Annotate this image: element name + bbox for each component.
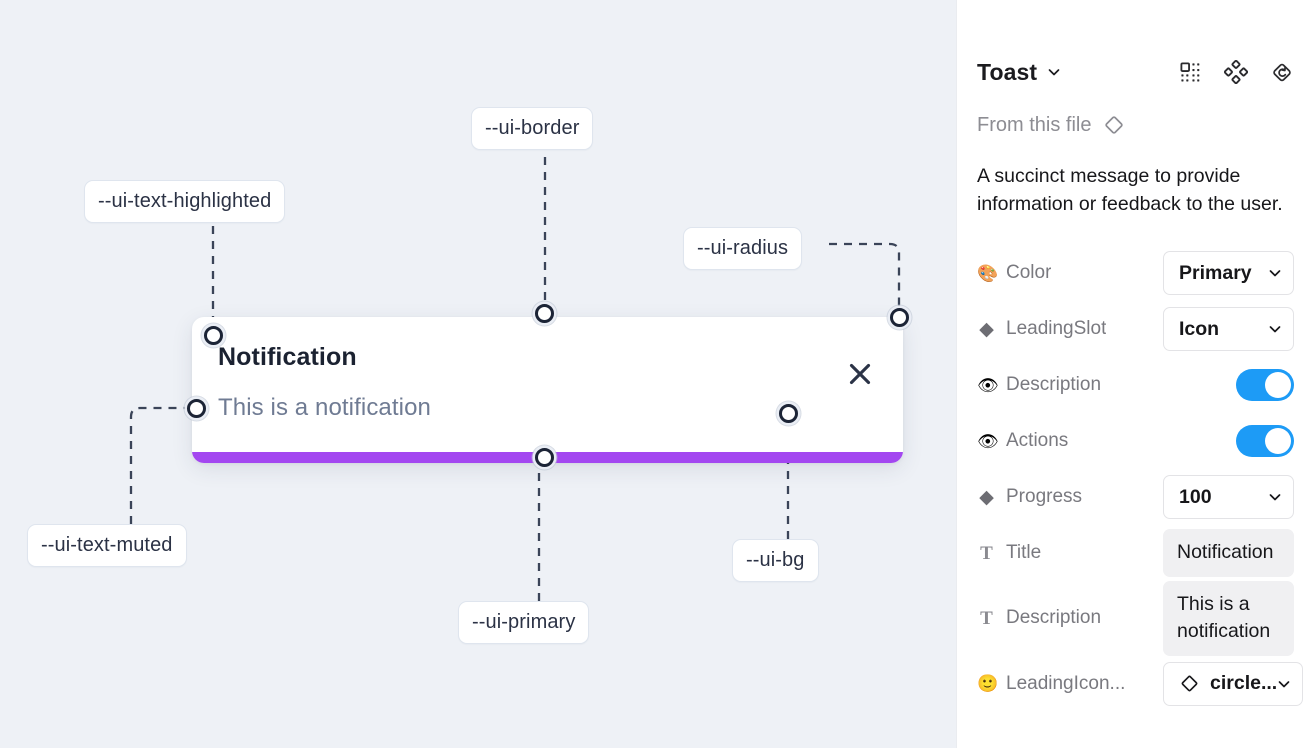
property-label: Title xyxy=(1006,542,1042,563)
palette-emoji: 🎨 xyxy=(977,263,999,283)
diamond-filled-icon: ◆ xyxy=(979,486,994,508)
token-label-ui-border[interactable]: --ui-border xyxy=(471,107,594,150)
title-input-value: Notification xyxy=(1177,541,1274,564)
leading-slot-select[interactable]: Icon xyxy=(1163,307,1294,351)
close-icon[interactable] xyxy=(847,361,873,387)
chevron-down-icon xyxy=(1277,677,1291,691)
token-handle-ui-radius[interactable] xyxy=(890,308,909,327)
chevron-down-icon xyxy=(1268,322,1282,336)
leading-icon-select[interactable]: circle... xyxy=(1163,661,1304,706)
properties-panel: Toast xyxy=(956,0,1312,748)
chevron-down-icon[interactable] xyxy=(1047,65,1061,79)
property-label: LeadingIcon... xyxy=(1006,672,1126,694)
property-label: Color xyxy=(1006,262,1052,283)
property-row-color: 🎨 Color Primary xyxy=(957,245,1312,301)
diamond-icon xyxy=(1179,673,1200,694)
diamond-icon xyxy=(1102,113,1126,137)
eye-emoji: 👁 xyxy=(977,431,999,451)
token-handle-ui-border[interactable] xyxy=(535,304,554,323)
token-handle-ui-bg[interactable] xyxy=(779,404,798,423)
color-select[interactable]: Primary xyxy=(1163,251,1294,295)
token-label-ui-bg[interactable]: --ui-bg xyxy=(732,539,819,582)
eye-emoji: 👁 xyxy=(977,375,999,395)
reset-instance-icon[interactable] xyxy=(1270,60,1294,84)
component-set-icon[interactable] xyxy=(1224,60,1248,84)
component-icon[interactable] xyxy=(1178,60,1202,84)
color-select-value: Primary xyxy=(1179,261,1252,284)
property-row-leading-slot: ◆ LeadingSlot Icon xyxy=(957,301,1312,357)
design-canvas[interactable]: --ui-text-highlighted --ui-border --ui-r… xyxy=(0,0,956,748)
property-row-actions-visible: 👁 Actions xyxy=(957,413,1312,469)
property-row-progress: ◆ Progress 100 xyxy=(957,469,1312,525)
leading-slot-select-value: Icon xyxy=(1179,317,1220,340)
text-icon: T xyxy=(980,542,993,564)
toast-description: This is a notification xyxy=(218,394,431,421)
property-row-leading-icon: 🙂 LeadingIcon... circle... xyxy=(957,656,1312,712)
property-row-description-text: T Description This is a notification xyxy=(957,581,1312,656)
description-toggle[interactable] xyxy=(1236,369,1294,401)
title-input[interactable]: Notification xyxy=(1163,529,1294,577)
progress-select[interactable]: 100 xyxy=(1163,475,1294,519)
property-label: LeadingSlot xyxy=(1006,318,1107,339)
toast-component-preview[interactable]: Notification This is a notification xyxy=(192,317,903,463)
token-label-ui-text-highlighted[interactable]: --ui-text-highlighted xyxy=(84,180,286,223)
toggle-knob xyxy=(1265,372,1291,398)
token-label-ui-text-muted[interactable]: --ui-text-muted xyxy=(27,524,187,567)
property-label: Description xyxy=(1006,607,1102,629)
page-title: Toast xyxy=(977,58,1038,85)
actions-toggle[interactable] xyxy=(1236,425,1294,457)
panel-header-actions xyxy=(1178,60,1294,84)
property-list: 🎨 Color Primary ◆ LeadingSlot xyxy=(957,245,1312,712)
token-label-ui-primary[interactable]: --ui-primary xyxy=(458,601,590,644)
token-handle-ui-text-highlighted[interactable] xyxy=(204,326,223,345)
from-this-file-label: From this file xyxy=(977,113,1092,136)
toggle-knob xyxy=(1265,428,1291,454)
property-label: Actions xyxy=(1006,430,1069,451)
progress-select-value: 100 xyxy=(1179,485,1212,508)
property-label: Progress xyxy=(1006,486,1083,507)
toast-title: Notification xyxy=(218,343,357,371)
token-handle-ui-text-muted[interactable] xyxy=(187,399,206,418)
description-input-value: This is a notification xyxy=(1177,593,1271,643)
description-input[interactable]: This is a notification xyxy=(1163,581,1294,656)
from-this-file-row[interactable]: From this file xyxy=(977,113,1126,137)
property-row-title: T Title Notification xyxy=(957,525,1312,581)
token-label-ui-radius[interactable]: --ui-radius xyxy=(683,227,803,270)
chevron-down-icon xyxy=(1268,490,1282,504)
component-description: A succinct message to provide informatio… xyxy=(977,165,1283,215)
panel-header: Toast xyxy=(957,48,1312,96)
property-row-description-visible: 👁 Description xyxy=(957,357,1312,413)
token-handle-ui-primary[interactable] xyxy=(535,448,554,467)
chevron-down-icon xyxy=(1268,266,1282,280)
leading-icon-select-value: circle... xyxy=(1210,672,1278,695)
text-icon: T xyxy=(980,607,993,629)
token-connector-lines xyxy=(129,142,901,601)
property-label: Description xyxy=(1006,374,1102,395)
smiley-emoji: 🙂 xyxy=(977,674,999,694)
diamond-filled-icon: ◆ xyxy=(979,318,994,340)
